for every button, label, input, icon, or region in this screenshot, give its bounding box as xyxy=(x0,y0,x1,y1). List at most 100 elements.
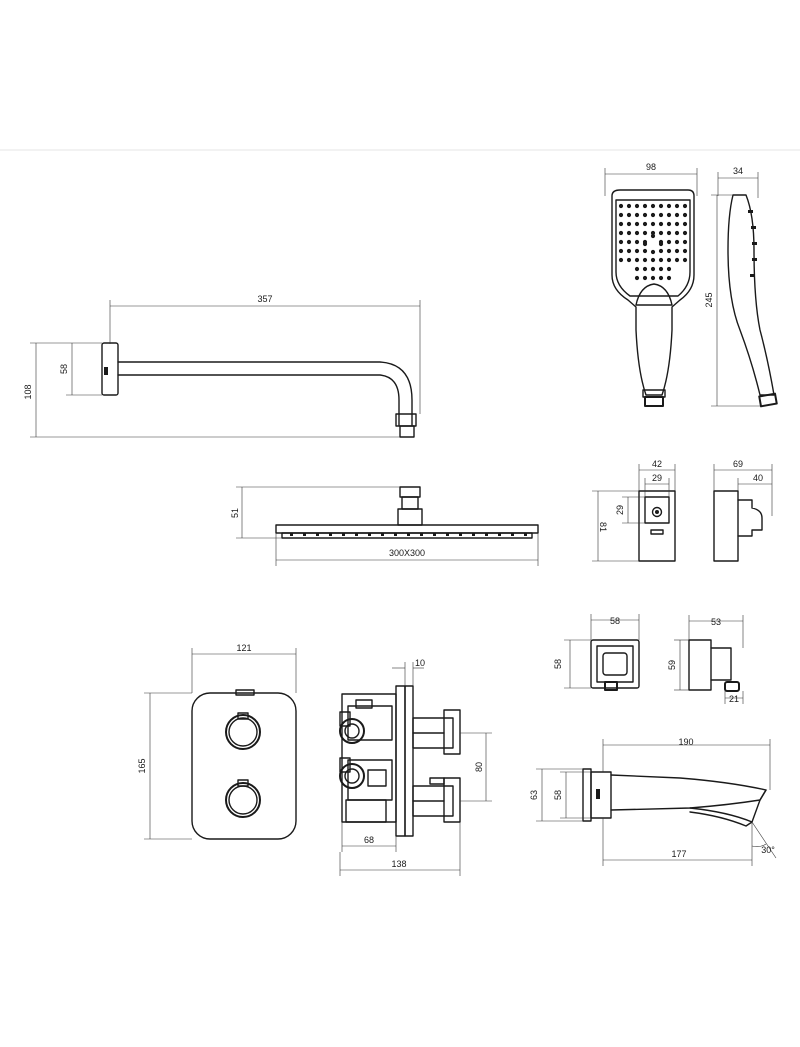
plate-top-tab xyxy=(235,689,255,696)
nozzle-dot xyxy=(682,248,688,254)
dim-handshower-width: 98 xyxy=(646,162,656,172)
nozzle-dot xyxy=(666,221,672,227)
dim-head-height: 51 xyxy=(230,508,240,518)
dim-holder-height: 81 xyxy=(598,522,608,532)
holder-side-body xyxy=(713,490,739,562)
dim-holder-slot-width: 29 xyxy=(652,473,662,483)
valve-plate-edge xyxy=(404,685,414,837)
dim-valve-flange: 10 xyxy=(415,658,425,668)
head-nozzle xyxy=(511,533,514,536)
head-nozzle xyxy=(368,533,371,536)
outlet-side-nipple xyxy=(724,681,740,692)
dim-plate-width: 121 xyxy=(236,643,251,653)
nozzle-dot xyxy=(626,239,632,245)
nozzle-dot xyxy=(674,221,680,227)
nozzle-dot xyxy=(626,230,632,236)
nozzle-dot xyxy=(650,230,656,236)
nozzle-dot xyxy=(642,241,648,247)
outlet-front: 58 58 xyxy=(553,614,640,691)
head-top-nut xyxy=(399,486,421,498)
head-plate-top xyxy=(275,524,539,534)
head-swivel xyxy=(397,508,423,526)
handshower-connector xyxy=(642,389,666,398)
nozzle-dot xyxy=(658,230,664,236)
nozzle-dot xyxy=(626,212,632,218)
nozzle-dot xyxy=(650,212,656,218)
valve-plate-front: 121 165 xyxy=(137,643,297,840)
dim-arm-length: 357 xyxy=(257,294,272,304)
nozzle-dot xyxy=(634,203,640,209)
nozzle-dot xyxy=(658,248,664,254)
nozzle-dot xyxy=(618,221,624,227)
valve-lower-knob xyxy=(443,777,461,823)
dim-arm-height: 108 xyxy=(23,384,33,399)
nozzle-dot xyxy=(642,266,648,272)
dim-outlet-height: 58 xyxy=(553,659,563,669)
head-nozzle xyxy=(433,533,436,536)
nozzle-dot xyxy=(634,257,640,263)
nozzle-dot xyxy=(666,275,672,281)
head-nozzle xyxy=(459,533,462,536)
head-nozzle xyxy=(446,533,449,536)
dim-outlet-width: 58 xyxy=(610,616,620,626)
dim-valve-total-depth: 138 xyxy=(391,859,406,869)
head-nozzle xyxy=(407,533,410,536)
valve-upper-housing xyxy=(347,705,393,741)
handshower-side-nozzles xyxy=(748,210,757,277)
nozzle-dot xyxy=(618,203,624,209)
nozzle-dot xyxy=(618,239,624,245)
nozzle-dot xyxy=(650,249,656,255)
spout-tip xyxy=(751,789,767,823)
concealed-valve-side: 10 80 68 138 xyxy=(339,658,492,876)
nozzle-dot xyxy=(666,230,672,236)
bath-spout-drawing: 190 63 58 177 30° xyxy=(529,737,777,866)
handshower-body xyxy=(611,189,695,396)
valve-upper-knob xyxy=(443,709,461,755)
nozzle-dot xyxy=(658,241,664,247)
nozzle-dot xyxy=(618,248,624,254)
outlet-front-body xyxy=(590,639,640,689)
handshower-side-thread xyxy=(758,392,778,408)
nozzle-dot xyxy=(642,221,648,227)
hand-shower-front: 98 xyxy=(604,162,698,407)
holder-front-slot xyxy=(644,496,670,524)
dim-head-size: 300X300 xyxy=(389,548,425,558)
nozzle-dot xyxy=(634,275,640,281)
dim-arm-flange: 58 xyxy=(59,364,69,374)
dim-outlet-depth: 53 xyxy=(711,617,721,627)
nozzle-dot xyxy=(634,221,640,227)
nozzle-dot xyxy=(666,266,672,272)
outlet-side: 53 59 21 xyxy=(667,615,744,704)
dim-holder-side: 40 xyxy=(753,473,763,483)
dim-handshower-thickness: 34 xyxy=(733,166,743,176)
head-nozzle xyxy=(342,533,345,536)
plate-body xyxy=(191,692,297,840)
head-nozzle-row xyxy=(290,533,527,536)
nozzle-dot xyxy=(642,212,648,218)
side-nozzle xyxy=(752,242,757,245)
outlet-side-cap xyxy=(710,647,732,681)
head-nozzle xyxy=(303,533,306,536)
dim-spout-length: 190 xyxy=(678,737,693,747)
nozzle-dot xyxy=(674,203,680,209)
side-nozzle xyxy=(751,226,756,229)
side-nozzle xyxy=(752,258,757,261)
holder-front-screw xyxy=(651,506,663,518)
nozzle-dot xyxy=(658,203,664,209)
nozzle-dot xyxy=(666,257,672,263)
head-joint xyxy=(401,496,419,510)
head-nozzle xyxy=(316,533,319,536)
valve-lower-nut xyxy=(339,757,351,773)
nozzle-dot xyxy=(658,257,664,263)
nozzle-dot xyxy=(674,230,680,236)
nozzle-dot xyxy=(642,275,648,281)
nozzle-dot xyxy=(642,248,648,254)
outlet-front-nipple xyxy=(604,681,618,691)
spout-wall-plate xyxy=(582,768,592,822)
head-nozzle xyxy=(524,533,527,536)
nozzle-dot xyxy=(658,212,664,218)
nozzle-dot xyxy=(618,230,624,236)
nozzle-dot xyxy=(674,239,680,245)
dim-outlet-side-height: 59 xyxy=(667,660,677,670)
nozzle-dot xyxy=(650,275,656,281)
